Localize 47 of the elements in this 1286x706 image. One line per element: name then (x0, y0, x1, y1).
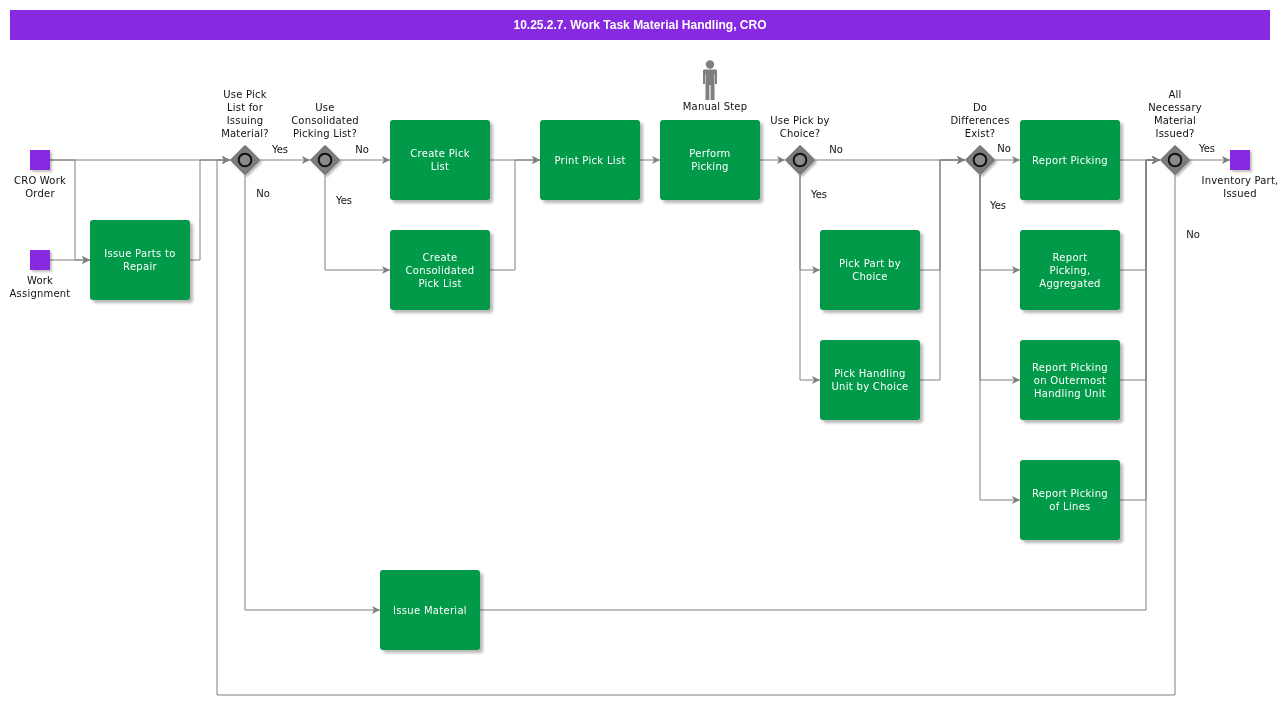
task-box: Issue Parts to Repair (90, 220, 190, 300)
event-label: Work Assignment (8, 274, 72, 300)
task-box: Report Picking, Aggregated (1020, 230, 1120, 310)
flow-arrow (639, 156, 661, 164)
flow-arrow (1189, 156, 1231, 164)
decision-label: Use Pick List for Issuing Material? (220, 88, 270, 140)
task-box: Report Picking of Lines (1020, 460, 1120, 540)
flow-arrow (799, 174, 821, 384)
event-label: Inventory Part, Issued (1200, 174, 1280, 200)
edge-label: Yes (809, 189, 829, 201)
edge-label: No (828, 144, 844, 156)
title-bar: 10.25.2.7. Work Task Material Handling, CRO (10, 10, 1270, 40)
edge-label: No (996, 143, 1012, 155)
task-box: Create Consolidated Pick List (390, 230, 490, 310)
flow-arrow (244, 174, 381, 614)
task-box: Report Picking (1020, 120, 1120, 200)
flow-arrow (339, 156, 391, 164)
edge-label: Yes (988, 200, 1008, 212)
flow-arrow (479, 156, 1161, 611)
flow-arrow (919, 156, 966, 381)
flow-arrow (979, 174, 1021, 504)
step-type-label: Manual Step (681, 100, 749, 113)
event-label: CRO Work Order (13, 174, 67, 200)
flow-arrow (259, 156, 311, 164)
edge-label: No (255, 188, 271, 200)
flow-arrow (216, 156, 1176, 696)
edge-label: No (354, 144, 370, 156)
task-box: Print Pick List (540, 120, 640, 200)
edge-label: No (1185, 229, 1201, 241)
task-box: Report Picking on Outermost Handling Unit (1020, 340, 1120, 420)
flow-arrow (49, 256, 91, 264)
decision-label: Use Pick by Choice? (769, 114, 831, 140)
task-box: Pick Handling Unit by Choice (820, 340, 920, 420)
edge-label: Yes (1197, 143, 1217, 155)
decision-label: All Necessary Material Issued? (1147, 88, 1203, 140)
task-box: Perform Picking (660, 120, 760, 200)
flow-arrow (324, 174, 391, 274)
task-box: Pick Part by Choice (820, 230, 920, 310)
task-box: Create Pick List (390, 120, 490, 200)
edge-label: Yes (334, 195, 354, 207)
flow-arrow (759, 156, 786, 164)
flow-arrow (994, 156, 1021, 164)
task-box: Issue Material (380, 570, 480, 650)
edge-label: Yes (270, 144, 290, 156)
decision-label: Do Differences Exist? (949, 101, 1011, 140)
decision-label: Use Consolidated Picking List? (290, 101, 360, 140)
flow-arrow (489, 156, 541, 271)
